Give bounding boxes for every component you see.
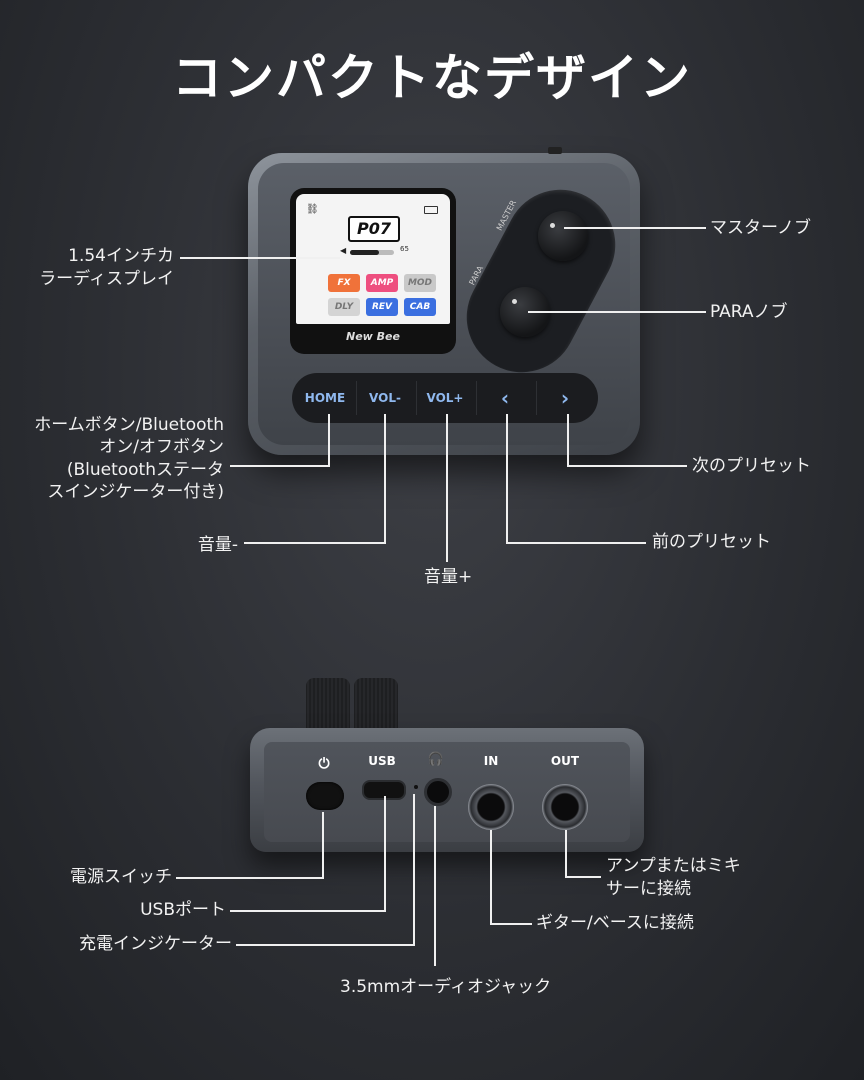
preset-number: P07 xyxy=(348,216,400,242)
effect-tile-mod: MOD xyxy=(404,274,436,292)
knob-top-view xyxy=(306,678,350,728)
vol-minus-button[interactable]: VOL- xyxy=(369,391,401,405)
leader-line xyxy=(567,465,687,467)
leader-line xyxy=(565,830,567,877)
callout-para-knob: PARAノブ xyxy=(710,302,788,322)
callout-home-4: スインジケーター付き) xyxy=(47,482,224,502)
volume-bar xyxy=(350,250,394,255)
audio-jack-3-5mm[interactable] xyxy=(424,778,452,806)
callout-audio-jack: 3.5mmオーディオジャック xyxy=(340,977,552,997)
button-divider xyxy=(416,381,417,415)
device-rear: ⏻ USB 🎧 IN OUT xyxy=(250,728,644,852)
effect-tile-amp: AMP xyxy=(366,274,398,292)
leader-line xyxy=(413,794,415,945)
volume-value: 65 xyxy=(400,245,409,253)
display-screen: ⛓ P07 ◀ 65 FX AMP MOD DLY REV CAB xyxy=(296,194,450,324)
prev-preset-button[interactable]: ‹ xyxy=(500,386,510,410)
leader-line xyxy=(384,414,386,543)
home-button[interactable]: HOME xyxy=(304,391,346,405)
leader-line xyxy=(230,910,386,912)
callout-amp-2: サーに接続 xyxy=(606,879,691,899)
brand-logo: New Bee xyxy=(346,330,400,343)
next-preset-button[interactable]: › xyxy=(560,386,570,410)
effect-tile-cab: CAB xyxy=(404,298,436,316)
leader-line xyxy=(506,542,646,544)
speaker-icon: ◀ xyxy=(340,246,347,255)
callout-display-2: ラーディスプレイ xyxy=(39,269,174,289)
callout-vol-plus: 音量+ xyxy=(424,567,473,587)
charge-indicator xyxy=(414,785,418,789)
callout-next-preset: 次のプリセット xyxy=(692,456,811,476)
effect-tile-dly: DLY xyxy=(328,298,360,316)
antenna xyxy=(548,147,562,154)
leader-line xyxy=(564,227,706,229)
in-label: IN xyxy=(483,754,499,768)
leader-line xyxy=(244,542,386,544)
page-title: コンパクトなデザイン xyxy=(172,49,692,107)
leader-line xyxy=(506,414,508,543)
callout-master-knob: マスターノブ xyxy=(710,218,811,238)
power-switch[interactable] xyxy=(306,782,344,810)
leader-line xyxy=(236,944,415,946)
callout-amp-1: アンプまたはミキ xyxy=(606,856,741,876)
callout-home-2: オン/オフボタン xyxy=(99,437,224,457)
master-knob[interactable] xyxy=(538,211,588,261)
output-jack[interactable] xyxy=(542,784,588,830)
leader-line xyxy=(446,414,448,562)
leader-line xyxy=(176,877,324,879)
link-icon: ⛓ xyxy=(306,204,319,215)
guitar-input-jack[interactable] xyxy=(468,784,514,830)
volume-bar-fill xyxy=(350,250,379,255)
color-display: ⛓ P07 ◀ 65 FX AMP MOD DLY REV CAB New Bee xyxy=(290,188,456,354)
leader-line xyxy=(322,812,324,878)
battery-icon xyxy=(424,206,438,214)
callout-vol-minus: 音量- xyxy=(197,535,238,555)
callout-prev-preset: 前のプリセット xyxy=(652,532,771,552)
leader-line xyxy=(434,806,436,966)
leader-line xyxy=(490,923,532,925)
usb-label: USB xyxy=(368,754,396,768)
power-icon: ⏻ xyxy=(318,756,330,772)
button-divider xyxy=(536,381,537,415)
button-divider xyxy=(476,381,477,415)
knob-top-view xyxy=(354,678,398,728)
leader-line xyxy=(384,796,386,911)
callout-display-1: 1.54インチカ xyxy=(68,246,174,266)
out-label: OUT xyxy=(550,754,580,768)
leader-line xyxy=(565,876,601,878)
leader-line xyxy=(567,414,569,466)
button-divider xyxy=(356,381,357,415)
callout-guitar-input: ギター/ベースに接続 xyxy=(536,913,694,933)
callout-power-switch: 電源スイッチ xyxy=(70,867,172,887)
effect-tile-rev: REV xyxy=(366,298,398,316)
leader-line xyxy=(180,257,340,259)
callout-charge-indicator: 充電インジケーター xyxy=(79,934,232,954)
callout-usb-port: USBポート xyxy=(140,900,226,920)
effect-tile-fx: FX xyxy=(328,274,360,292)
callout-home-1: ホームボタン/Bluetooth xyxy=(34,415,224,435)
leader-line xyxy=(230,465,330,467)
leader-line xyxy=(528,311,706,313)
button-bar: HOME VOL- VOL+ ‹ › xyxy=(292,373,598,423)
headphone-icon: 🎧 xyxy=(427,752,445,767)
leader-line xyxy=(490,830,492,924)
leader-line xyxy=(328,414,330,466)
vol-plus-button[interactable]: VOL+ xyxy=(426,391,464,405)
callout-home-3: (Bluetoothステータ xyxy=(66,460,224,480)
